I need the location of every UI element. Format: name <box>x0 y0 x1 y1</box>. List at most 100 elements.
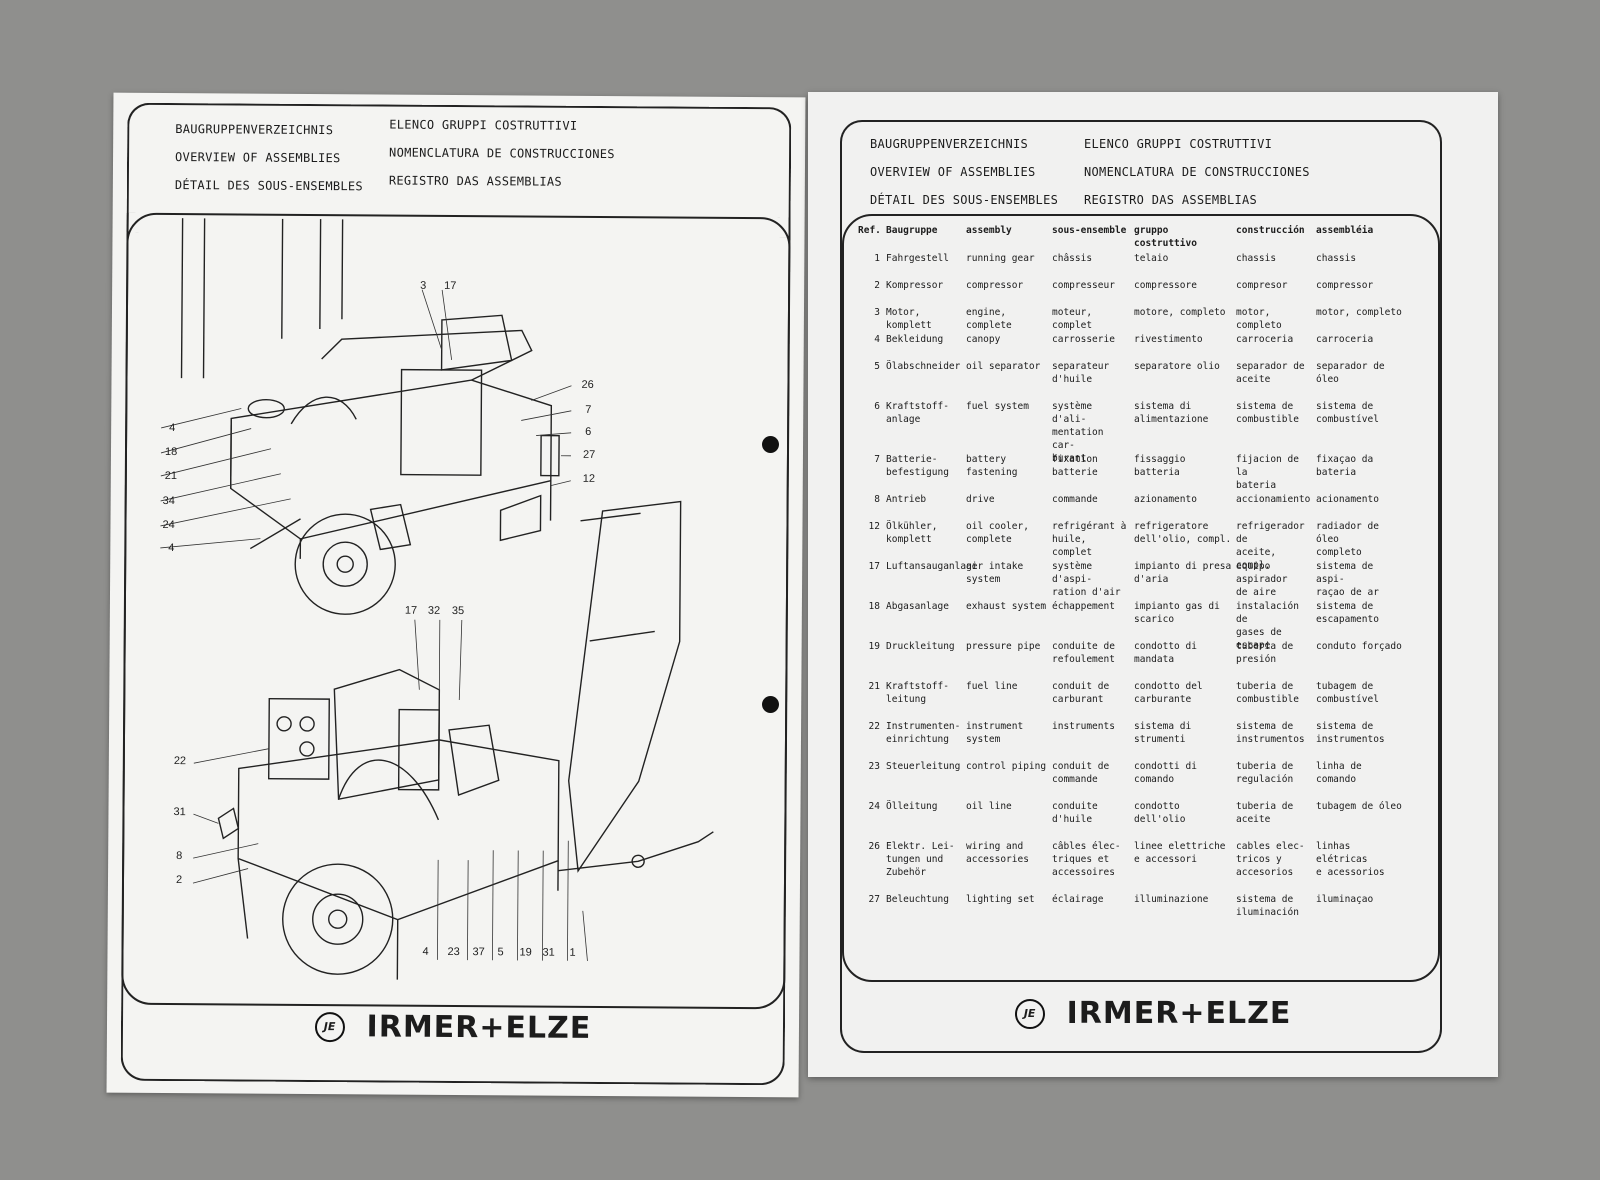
table-cell: instrument system <box>966 721 1024 745</box>
table-cell: tuberia de presión <box>1236 641 1294 665</box>
table-cell: compresor <box>1236 280 1288 291</box>
table-cell: sistema de combustible <box>1236 401 1299 425</box>
table-cell: châssis <box>1052 253 1093 264</box>
table-header-cell: gruppo costruttivo <box>1134 225 1197 249</box>
callout-17: 17 <box>444 279 457 292</box>
table-cell: sistema de iluminación <box>1236 894 1299 918</box>
table-cell: impianto di presa d'aria <box>1134 561 1232 585</box>
table-cell: 26 <box>868 841 880 852</box>
table-cell: accionamiento <box>1236 494 1311 505</box>
table-header-cell: Baugruppe <box>886 225 938 236</box>
table-cell: motor, completo <box>1316 307 1402 318</box>
table-cell: 27 <box>868 894 880 905</box>
table-cell: exhaust system <box>966 601 1047 612</box>
punch-hole <box>762 696 779 713</box>
table-cell: oil separator <box>966 361 1041 372</box>
table-cell: compressor <box>1316 280 1374 291</box>
table-cell: condotti di comando <box>1134 761 1197 785</box>
table-cell: 5 <box>874 361 880 372</box>
table-cell: Abgasanlage <box>886 601 949 612</box>
table-cell: Antrieb <box>886 494 927 505</box>
table-cell: Beleuchtung <box>886 894 949 905</box>
punch-hole <box>762 436 779 453</box>
table-cell: conduto forçado <box>1316 641 1402 652</box>
table-cell: equipo aspirador de aire <box>1236 561 1288 598</box>
table-cell: separateur d'huile <box>1052 361 1110 385</box>
table-cell: motore, completo <box>1134 307 1226 318</box>
callout-4b: 4 <box>168 541 175 555</box>
table-cell: conduit de carburant <box>1052 681 1110 705</box>
table-cell: refrigérant à huile, complet <box>1052 521 1127 558</box>
table-cell: condotto del carburante <box>1134 681 1203 705</box>
brand-name: IRMER+ELZE <box>366 1009 592 1046</box>
table-cell: Instrumenten- einrichtung <box>886 721 961 745</box>
callout-27: 27 <box>582 448 596 461</box>
table-cell: Druckleitung <box>886 641 955 652</box>
table-cell: tubagem de combustível <box>1316 681 1379 705</box>
table-cell: fuel system <box>966 401 1029 412</box>
table-cell: Kompressor <box>886 280 944 291</box>
table-cell: chassis <box>1236 253 1277 264</box>
table-cell: pressure pipe <box>966 641 1041 652</box>
header-right-column: ELENCO GRUPPI COSTRUTTIVI NOMENCLATURA D… <box>1084 130 1310 214</box>
callout-31b: 31 <box>542 946 555 959</box>
brand-logo-left: JE IRMER+ELZE <box>107 1008 799 1048</box>
table-cell: fuel line <box>966 681 1018 692</box>
table-cell: 2 <box>874 280 880 291</box>
table-cell: 18 <box>868 601 880 612</box>
brand-mark-icon: JE <box>1014 998 1045 1029</box>
header-title-fr: DÉTAIL DES SOUS-ENSEMBLES <box>870 193 1059 207</box>
table-cell: carroceria <box>1316 334 1374 345</box>
callout-24: 24 <box>162 518 175 532</box>
table-header-cell: construcción <box>1236 225 1305 236</box>
callout-3: 3 <box>420 279 427 292</box>
table-cell: Ölkühler, komplett <box>886 521 938 545</box>
table-cell: compressore <box>1134 280 1197 291</box>
table-cell: canopy <box>966 334 1001 345</box>
brand-name: IRMER+ELZE <box>1066 996 1292 1031</box>
table-cell: separatore olio <box>1134 361 1220 372</box>
header-title-fr: DÉTAIL DES SOUS-ENSEMBLES <box>174 178 364 194</box>
table-cell: oil cooler, complete <box>966 521 1029 545</box>
table-cell: Luftansauganlage <box>886 561 978 572</box>
table-cell: fissaggio batteria <box>1134 454 1186 478</box>
table-header-cell: assembly <box>966 225 1012 236</box>
table-cell: motor, completo <box>1236 307 1282 331</box>
table-cell: sistema di alimentazione <box>1134 401 1209 425</box>
table-cell: sistema de instrumentos <box>1316 721 1385 745</box>
table-cell: sistema di strumenti <box>1134 721 1192 745</box>
table-cell: fixation batterie <box>1052 454 1098 478</box>
right-page: BAUGRUPPENVERZEICHNIS OVERVIEW OF ASSEMB… <box>808 92 1498 1077</box>
table-header-cell: assembléia <box>1316 225 1374 236</box>
table-cell: carroceria <box>1236 334 1294 345</box>
table-cell: cables elec- tricos y accesorios <box>1236 841 1305 878</box>
table-cell: Ölabschneider <box>886 361 961 372</box>
table-cell: Ölleitung <box>886 801 938 812</box>
header-title-pt: REGISTRO DAS ASSEMBLIAS <box>388 173 563 189</box>
callout-12: 12 <box>582 472 596 485</box>
table-cell: condotto di mandata <box>1134 641 1197 665</box>
table-cell: drive <box>966 494 995 505</box>
callout-32: 32 <box>427 604 441 617</box>
callout-5: 5 <box>497 946 504 959</box>
table-cell: 4 <box>874 334 880 345</box>
table-cell: Kraftstoff- leitung <box>886 681 949 705</box>
callout-4a: 4 <box>169 421 176 435</box>
table-cell: Bekleidung <box>886 334 944 345</box>
table-cell: separador de óleo <box>1316 361 1385 385</box>
table-cell: linhas elétricas e acessorios <box>1316 841 1385 878</box>
table-cell: oil line <box>966 801 1012 812</box>
callout-21: 21 <box>164 469 178 483</box>
callout-4c: 4 <box>422 945 429 958</box>
table-cell: rivestimento <box>1134 334 1203 345</box>
table-cell: moteur, complet <box>1052 307 1093 331</box>
